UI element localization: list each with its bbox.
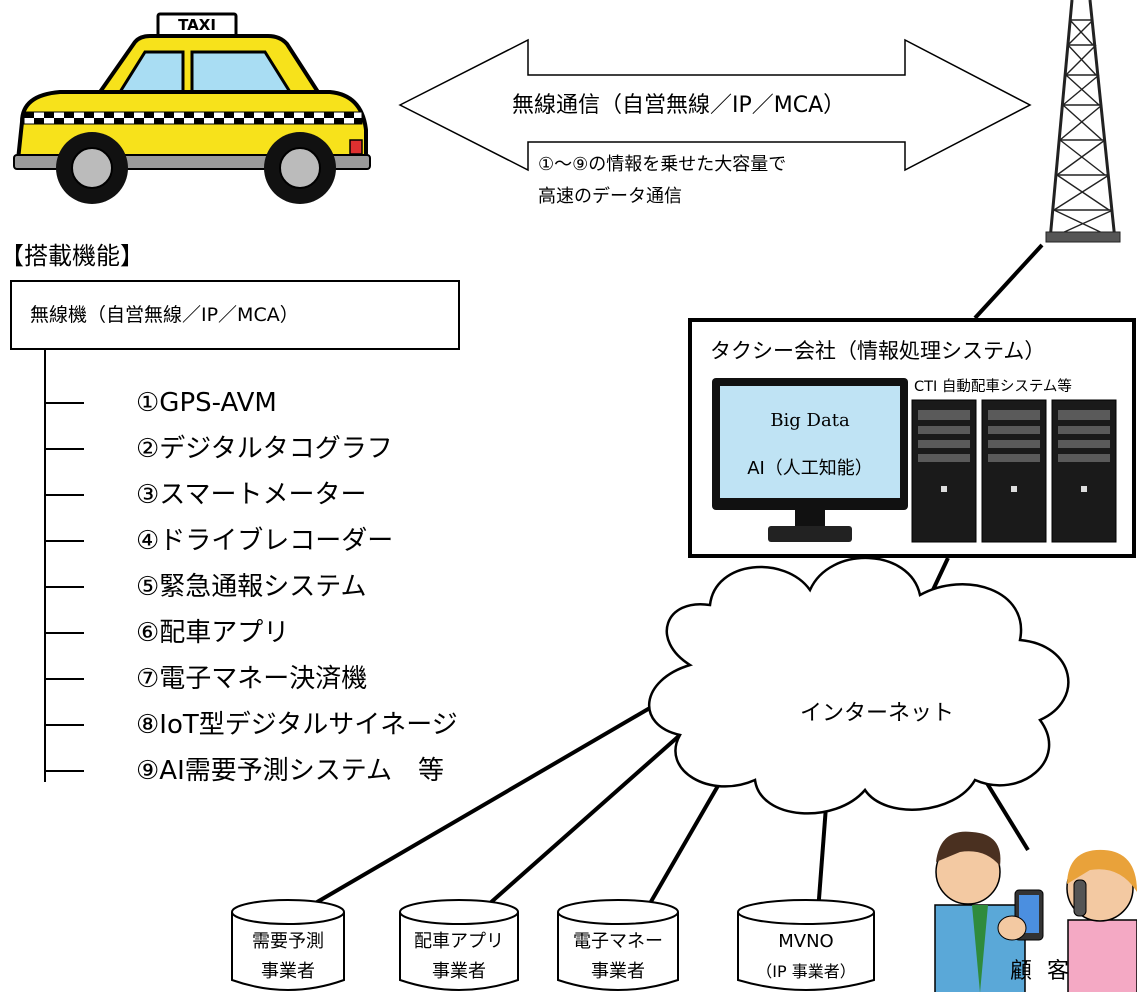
internet-customer-link <box>983 778 1030 852</box>
internet-dispatch-link <box>478 733 682 914</box>
features-heading: 【搭載機能】 <box>0 242 144 270</box>
comm-note-line2: 高速のデータ通信 <box>538 186 682 207</box>
feature-list: ①GPS-AVM ②デジタルタコグラフ ③スマートメーター ④ドライブレコーダー… <box>44 350 504 790</box>
tower-company-link <box>973 243 1044 320</box>
database-icon-emoney <box>557 899 679 991</box>
taxi-icon <box>13 12 371 204</box>
provider-demand-line1: 需要予測 <box>252 931 324 952</box>
servers-label: CTI 自動配車システム等 <box>914 379 1072 395</box>
customer-woman-icon <box>1066 849 1137 992</box>
feature-label: ④ドライブレコーダー <box>136 526 394 556</box>
feature-label: ⑦電子マネー決済機 <box>136 664 368 694</box>
feature-label: ⑧IoT型デジタルサイネージ <box>136 710 458 740</box>
internet-demand-link <box>298 703 657 914</box>
provider-dispatch-line1: 配車アプリ <box>414 931 504 952</box>
provider-dispatch-line2: 事業者 <box>432 961 486 982</box>
radio-unit-box: 無線機（自営無線／IP／MCA） <box>10 280 460 350</box>
feature-label: ⑨AI需要予測システム 等 <box>136 756 444 786</box>
radio-tower-icon <box>1045 0 1121 243</box>
customer-man-icon <box>934 831 1044 992</box>
taxi-sign-text: TAXI <box>178 16 216 34</box>
feature-label: ②デジタルタコグラフ <box>136 434 393 464</box>
provider-mvno-line2: （IP 事業者） <box>756 962 856 981</box>
comm-arrow <box>398 38 1032 172</box>
monitor-icon <box>712 378 908 542</box>
comm-note-line1: ①～⑨の情報を乗せた大容量で <box>538 154 787 175</box>
comm-label: 無線通信（自営無線／IP／MCA） <box>512 93 846 118</box>
customer-label: 顧 客 <box>1010 959 1073 984</box>
internet-label: インターネット <box>800 701 955 726</box>
feature-label: ⑤緊急通報システム <box>136 572 367 602</box>
feature-label: ①GPS-AVM <box>136 388 277 418</box>
radio-unit-label: 無線機（自営無線／IP／MCA） <box>30 304 299 326</box>
database-icon-mvno <box>737 899 875 991</box>
company-title: タクシー会社（情報処理システム） <box>710 339 1046 363</box>
provider-demand-line2: 事業者 <box>261 961 315 982</box>
feature-label: ⑥配車アプリ <box>136 618 290 648</box>
server-icons <box>911 399 1117 543</box>
provider-emoney-line1: 電子マネー <box>573 931 663 952</box>
feature-tree-trunk <box>44 350 46 782</box>
provider-emoney-line2: 事業者 <box>591 961 645 982</box>
feature-label: ③スマートメーター <box>136 480 367 510</box>
taxi-company-box: タクシー会社（情報処理システム） CTI 自動配車システム等 <box>688 318 1136 558</box>
internet-cloud <box>648 556 1070 815</box>
monitor-text-bigdata: Big Data <box>770 410 850 431</box>
provider-mvno-line1: MVNO <box>778 931 834 952</box>
monitor-text-ai: AI（人工知能） <box>747 458 873 479</box>
database-icon-demand <box>231 899 345 991</box>
database-icon-dispatch <box>399 899 519 991</box>
internet-emoney-link <box>643 763 732 914</box>
